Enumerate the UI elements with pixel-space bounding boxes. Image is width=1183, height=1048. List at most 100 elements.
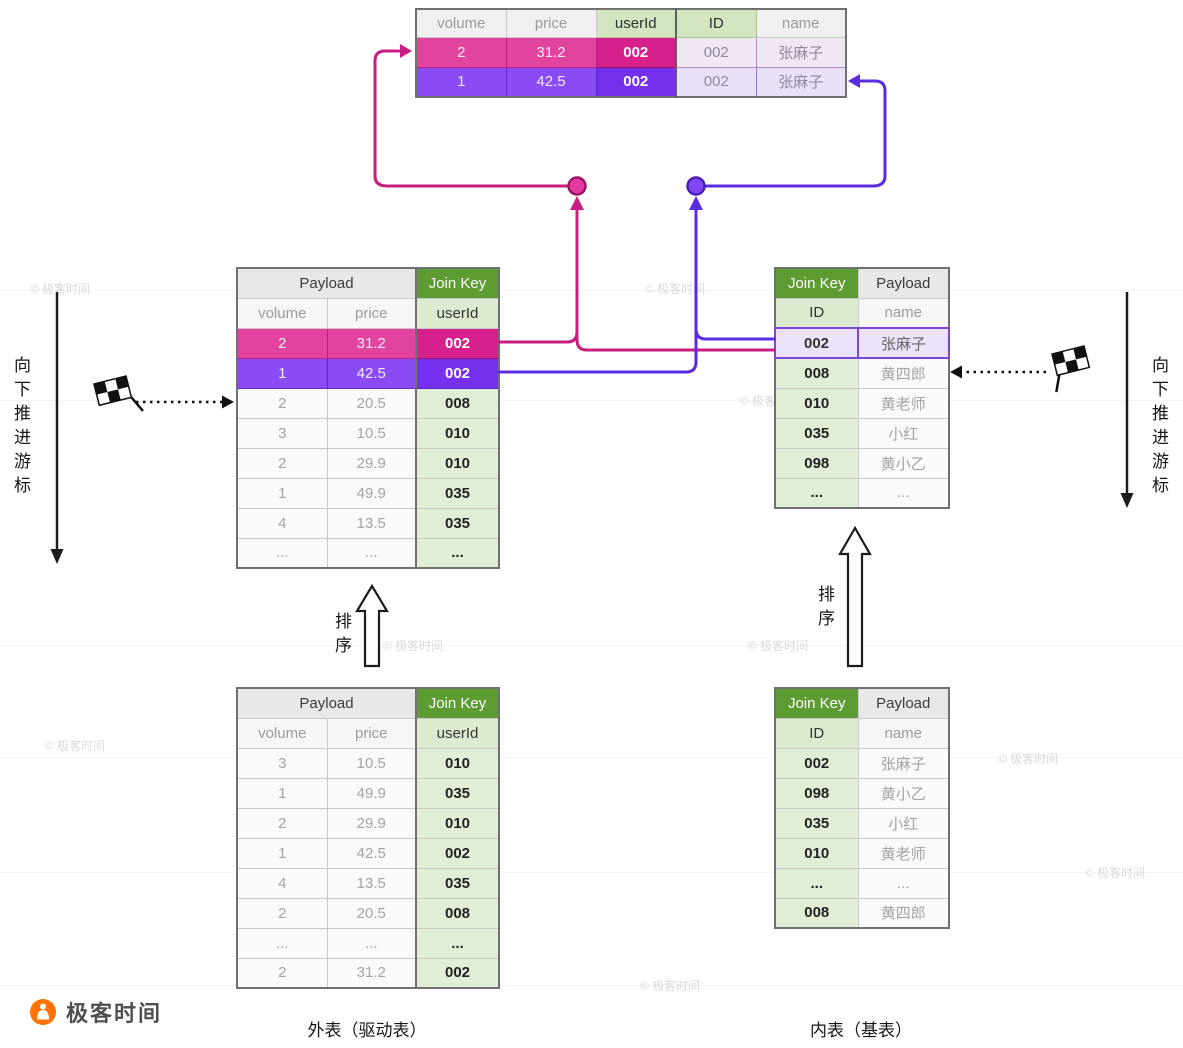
outer-unsorted-table: Payload Join Key volume price userId 3 1… bbox=[236, 687, 500, 989]
cell: 31.2 bbox=[505, 36, 597, 68]
table-row: 2 20.5 008 bbox=[236, 897, 500, 929]
cell: 008 bbox=[415, 387, 500, 419]
col-price: price bbox=[326, 297, 417, 329]
cell: 008 bbox=[774, 897, 859, 929]
result-table: volume price userId ID name 2 31.2 002 0… bbox=[415, 8, 847, 98]
table-row: 008 黄四郎 bbox=[774, 897, 950, 929]
outer-sorted-table: Payload Join Key volume price userId 2 3… bbox=[236, 267, 500, 569]
joinkey-header: Join Key bbox=[415, 267, 500, 299]
cell: 002 bbox=[595, 36, 677, 68]
cell: 10.5 bbox=[326, 747, 417, 779]
brand-name: 极客时间 bbox=[66, 1001, 163, 1026]
cell: 002 bbox=[415, 357, 500, 389]
table-row: 098 黄小乙 bbox=[774, 777, 950, 809]
table-header-row: Payload Join Key bbox=[236, 267, 500, 299]
payload-header: Payload bbox=[236, 687, 417, 719]
table-row: ... ... ... bbox=[236, 537, 500, 569]
table-subheader-row: volume price userId bbox=[236, 717, 500, 749]
cell: 098 bbox=[774, 447, 859, 479]
cell: 010 bbox=[415, 447, 500, 479]
inner-sorted-table: Join Key Payload ID name 002 张麻子 008 黄四郎… bbox=[774, 267, 950, 509]
cell: ... bbox=[774, 867, 859, 899]
cell: 黄老师 bbox=[857, 837, 950, 869]
right-flag-arrowhead bbox=[950, 365, 962, 379]
cell: 010 bbox=[774, 387, 859, 419]
cell: 20.5 bbox=[326, 387, 417, 419]
table-header-row: Join Key Payload bbox=[774, 687, 950, 719]
payload-header: Payload bbox=[236, 267, 417, 299]
cell: 黄四郎 bbox=[857, 897, 950, 929]
cell: ... bbox=[326, 537, 417, 569]
cell: ... bbox=[857, 477, 950, 509]
table-row-highlighted: 002 张麻子 bbox=[774, 327, 950, 359]
cell: 1 bbox=[236, 837, 328, 869]
cell: 黄四郎 bbox=[857, 357, 950, 389]
cell: 49.9 bbox=[326, 777, 417, 809]
table-header-row: Join Key Payload bbox=[774, 267, 950, 299]
cell: ... bbox=[415, 927, 500, 959]
cell: 098 bbox=[774, 777, 859, 809]
col-header-name: name bbox=[755, 8, 847, 38]
cell: 42.5 bbox=[326, 837, 417, 869]
col-price: price bbox=[326, 717, 417, 749]
cell: 20.5 bbox=[326, 897, 417, 929]
cell: 42.5 bbox=[326, 357, 417, 389]
cell: 035 bbox=[415, 777, 500, 809]
cell: 张麻子 bbox=[755, 36, 847, 68]
cell: ... bbox=[415, 537, 500, 569]
watermark-line bbox=[0, 985, 1183, 986]
cell: 002 bbox=[774, 747, 859, 779]
cell: 008 bbox=[774, 357, 859, 389]
watermark-line bbox=[0, 645, 1183, 646]
table-row: 010 黄老师 bbox=[774, 387, 950, 419]
cell: 035 bbox=[415, 507, 500, 539]
table-row: 002 张麻子 bbox=[774, 747, 950, 779]
cell: 4 bbox=[236, 507, 328, 539]
table-row: 1 42.5 002 bbox=[236, 357, 500, 389]
cell: 2 bbox=[236, 447, 328, 479]
watermark: © 极客时间 bbox=[640, 979, 701, 993]
cell: 13.5 bbox=[326, 867, 417, 899]
payload-header: Payload bbox=[857, 267, 950, 299]
cell: 42.5 bbox=[505, 66, 597, 98]
geektime-logo-icon bbox=[28, 997, 58, 1027]
watermark: © 极客时间 bbox=[30, 282, 91, 296]
col-header-volume: volume bbox=[415, 8, 507, 38]
joinkey-header: Join Key bbox=[774, 267, 859, 299]
cell: 002 bbox=[774, 327, 859, 359]
result-row-pink: 2 31.2 002 002 张麻子 bbox=[415, 36, 847, 68]
result-row-purple: 1 42.5 002 002 张麻子 bbox=[415, 66, 847, 98]
right-cursor-label: 向下推进游标 bbox=[1149, 356, 1168, 500]
left-flag-icon bbox=[93, 375, 144, 412]
right-flag-icon bbox=[1051, 345, 1091, 393]
watermark: © 极客时间 bbox=[1085, 866, 1146, 880]
table-header-row: Payload Join Key bbox=[236, 687, 500, 719]
watermark-line bbox=[0, 400, 1183, 401]
cell: 010 bbox=[415, 807, 500, 839]
watermark-line bbox=[0, 290, 1183, 291]
table-row: 098 黄小乙 bbox=[774, 447, 950, 479]
cell: 31.2 bbox=[326, 957, 417, 989]
cell: 002 bbox=[675, 66, 757, 98]
inner-table-caption: 内表（基表） bbox=[810, 1021, 912, 1040]
table-row: ... ... ... bbox=[236, 927, 500, 959]
cell: 29.9 bbox=[326, 447, 417, 479]
table-subheader-row: volume price userId bbox=[236, 297, 500, 329]
inner-unsorted-table: Join Key Payload ID name 002 张麻子 098 黄小乙… bbox=[774, 687, 950, 929]
cell: 黄小乙 bbox=[857, 777, 950, 809]
cell: 3 bbox=[236, 417, 328, 449]
cell: 1 bbox=[236, 477, 328, 509]
col-header-userid: userId bbox=[595, 8, 677, 38]
cell: 小红 bbox=[857, 417, 950, 449]
pink-arrowhead-right bbox=[400, 44, 412, 58]
cell: 010 bbox=[774, 837, 859, 869]
cell: ... bbox=[236, 537, 328, 569]
left-sort-label: 排序 bbox=[332, 612, 351, 660]
table-row: 2 20.5 008 bbox=[236, 387, 500, 419]
cell: ... bbox=[326, 927, 417, 959]
cell: 002 bbox=[675, 36, 757, 68]
pink-arrowhead-up bbox=[570, 196, 584, 210]
outer-table-caption: 外表（驱动表） bbox=[307, 1021, 427, 1040]
table-row: 010 黄老师 bbox=[774, 837, 950, 869]
table-row: 2 31.2 002 bbox=[236, 327, 500, 359]
